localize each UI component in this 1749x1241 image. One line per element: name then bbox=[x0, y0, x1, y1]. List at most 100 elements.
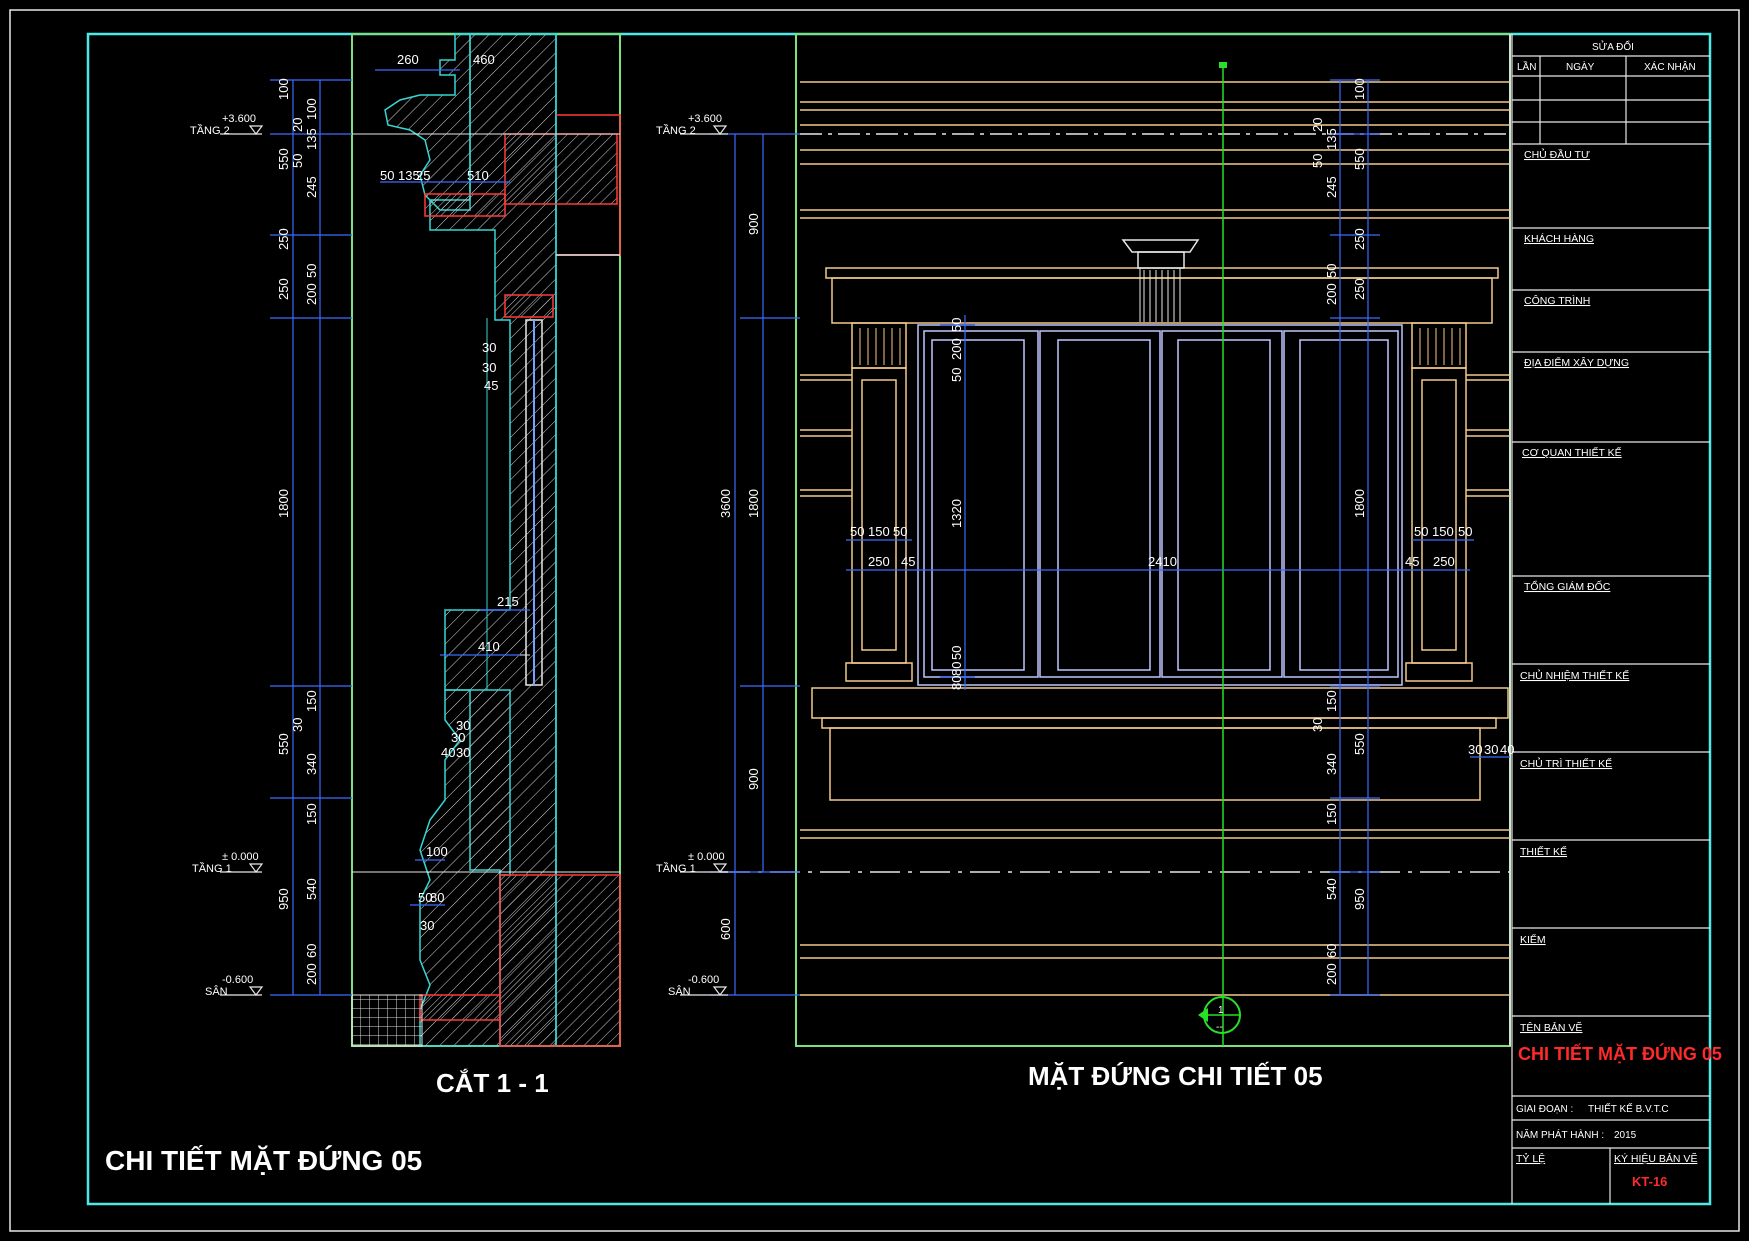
svg-text:250: 250 bbox=[1352, 278, 1367, 300]
svg-text:50: 50 bbox=[418, 890, 432, 905]
svg-text:550: 550 bbox=[276, 148, 291, 170]
svg-text:150: 150 bbox=[304, 803, 319, 825]
tb-chief-designer: CHỦ NHIỆM THIẾT KẾ bbox=[1520, 669, 1629, 682]
svg-text:215: 215 bbox=[497, 594, 519, 609]
svg-text:60: 60 bbox=[304, 944, 319, 958]
svg-text:150: 150 bbox=[1432, 524, 1454, 539]
tb-stage-label: GIAI ĐOẠN : bbox=[1516, 1104, 1573, 1115]
level-floor1-name: TẦNG 1 bbox=[192, 862, 232, 875]
svg-text:340: 340 bbox=[1324, 753, 1339, 775]
svg-text:550: 550 bbox=[1352, 733, 1367, 755]
elev-level-floor2-name: TẦNG 2 bbox=[656, 124, 696, 137]
section-title: CẮT 1 - 1 bbox=[436, 1068, 549, 1098]
svg-text:135: 135 bbox=[398, 168, 420, 183]
svg-text:1800: 1800 bbox=[276, 489, 291, 518]
elev-level-floor1-name: TẦNG 1 bbox=[656, 862, 696, 875]
svg-text:50: 50 bbox=[949, 646, 964, 660]
main-title: CHI TIẾT MẶT ĐỨNG 05 bbox=[105, 1145, 422, 1176]
tb-year-value: 2015 bbox=[1614, 1130, 1637, 1141]
svg-text:80: 80 bbox=[430, 890, 444, 905]
section-view bbox=[351, 33, 621, 1047]
level-floor1-value: ± 0.000 bbox=[222, 851, 259, 863]
svg-text:550: 550 bbox=[276, 733, 291, 755]
level-yard-value: -0.600 bbox=[222, 974, 253, 986]
svg-text:260: 260 bbox=[397, 52, 419, 67]
level-floor2-value: +3.600 bbox=[222, 113, 256, 125]
svg-text:30: 30 bbox=[451, 730, 465, 745]
svg-text:50: 50 bbox=[1310, 154, 1325, 168]
svg-text:150: 150 bbox=[304, 690, 319, 712]
elevation-title: MẶT ĐỨNG CHI TIẾT 05 bbox=[1028, 1061, 1323, 1091]
svg-text:1800: 1800 bbox=[746, 489, 761, 518]
level-markers bbox=[220, 125, 728, 996]
elev-level-yard-value: -0.600 bbox=[688, 974, 719, 986]
tb-year-label: NĂM PHÁT HÀNH : bbox=[1516, 1128, 1604, 1141]
svg-text:250: 250 bbox=[276, 278, 291, 300]
svg-text:250: 250 bbox=[1433, 554, 1455, 569]
section-marker-sub: -- bbox=[1216, 1022, 1223, 1033]
svg-text:150: 150 bbox=[1324, 690, 1339, 712]
tb-investor: CHỦ ĐẦU TƯ bbox=[1524, 148, 1590, 161]
svg-text:200: 200 bbox=[1324, 963, 1339, 985]
tb-client: KHÁCH HÀNG bbox=[1524, 232, 1594, 245]
section-dim-labels: 550 250 250 1800 550 950 100 100 20 135 … bbox=[276, 52, 519, 985]
svg-text:30: 30 bbox=[456, 745, 470, 760]
svg-text:45: 45 bbox=[484, 378, 498, 393]
tb-revision-header: SỬA ĐỔI bbox=[1592, 40, 1634, 53]
svg-text:200: 200 bbox=[1324, 283, 1339, 305]
svg-text:30: 30 bbox=[456, 718, 470, 733]
svg-text:60: 60 bbox=[1324, 944, 1339, 958]
svg-text:20: 20 bbox=[1310, 118, 1325, 132]
svg-text:460: 460 bbox=[473, 52, 495, 67]
svg-text:30: 30 bbox=[1484, 742, 1498, 757]
svg-text:30: 30 bbox=[482, 360, 496, 375]
svg-text:100: 100 bbox=[426, 844, 448, 859]
svg-text:50: 50 bbox=[1414, 524, 1428, 539]
svg-text:100: 100 bbox=[1352, 78, 1367, 100]
svg-text:50: 50 bbox=[893, 524, 907, 539]
elev-level-floor2-value: +3.600 bbox=[688, 113, 722, 125]
tb-checker: KIỂM bbox=[1520, 933, 1546, 946]
svg-text:250: 250 bbox=[868, 554, 890, 569]
title-block: SỬA ĐỔI LẦN NGÀY XÁC NHẬN CHỦ ĐẦU TƯ KHÁ… bbox=[1516, 40, 1722, 1189]
svg-text:245: 245 bbox=[1324, 176, 1339, 198]
svg-text:100: 100 bbox=[304, 98, 319, 120]
title-block-frame bbox=[1511, 34, 1710, 1204]
svg-text:900: 900 bbox=[746, 768, 761, 790]
svg-text:540: 540 bbox=[304, 878, 319, 900]
svg-text:200: 200 bbox=[949, 338, 964, 360]
svg-text:135: 135 bbox=[1324, 128, 1339, 150]
tb-code-value: KT-16 bbox=[1632, 1174, 1667, 1189]
svg-text:45: 45 bbox=[901, 554, 915, 569]
svg-text:50: 50 bbox=[850, 524, 864, 539]
svg-text:50: 50 bbox=[290, 154, 305, 168]
svg-text:410: 410 bbox=[478, 639, 500, 654]
svg-text:150: 150 bbox=[1324, 803, 1339, 825]
svg-text:45: 45 bbox=[1405, 554, 1419, 569]
tb-location: ĐỊA ĐIỂM XÂY DỰNG bbox=[1524, 356, 1629, 369]
tb-code-label: KÝ HIỆU BẢN VẼ bbox=[1614, 1152, 1697, 1165]
tb-stage-value: THIẾT KẾ B.V.T.C bbox=[1588, 1102, 1669, 1115]
tb-col-times: LẦN bbox=[1517, 60, 1536, 73]
elevation-doors bbox=[917, 324, 1403, 686]
svg-text:30: 30 bbox=[482, 340, 496, 355]
svg-text:80: 80 bbox=[949, 676, 964, 690]
svg-text:600: 600 bbox=[718, 918, 733, 940]
sheet-outer-border bbox=[9, 9, 1740, 1232]
tb-col-date: NGÀY bbox=[1566, 60, 1595, 73]
svg-text:2410: 2410 bbox=[1148, 554, 1177, 569]
tb-director: TỔNG GIÁM ĐỐC bbox=[1524, 579, 1611, 593]
tb-drawing-name: CHI TIẾT MẶT ĐỨNG 05 bbox=[1518, 1043, 1722, 1064]
tb-lead-designer: CHỦ TRÌ THIẾT KẾ bbox=[1520, 757, 1612, 770]
svg-text:40: 40 bbox=[1500, 742, 1514, 757]
svg-text:950: 950 bbox=[1352, 888, 1367, 910]
section-dimensions bbox=[270, 69, 530, 996]
svg-text:900: 900 bbox=[746, 213, 761, 235]
elevation-dimensions bbox=[710, 79, 1510, 996]
svg-text:25: 25 bbox=[416, 168, 430, 183]
svg-text:550: 550 bbox=[1352, 148, 1367, 170]
tb-drawing-name-label: TÊN BẢN VẼ bbox=[1520, 1021, 1582, 1034]
svg-text:510: 510 bbox=[467, 168, 489, 183]
svg-text:50: 50 bbox=[304, 264, 319, 278]
